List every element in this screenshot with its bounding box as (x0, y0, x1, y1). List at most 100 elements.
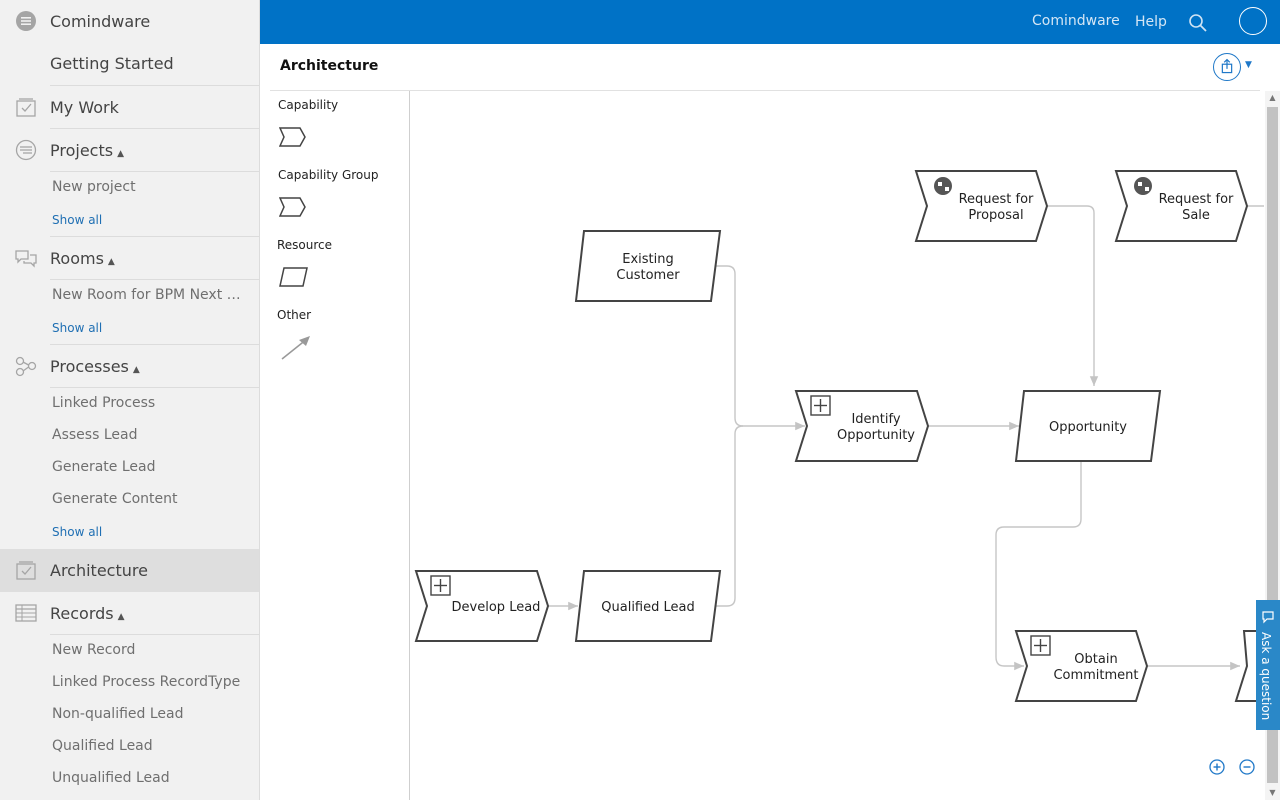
sidebar-subitem[interactable]: Unqualified Lead (52, 770, 170, 786)
node-request-for-sale[interactable]: Request for Sale (1114, 170, 1249, 242)
page-title: Architecture (280, 58, 379, 74)
sidebar-item-my-work[interactable]: My Work (0, 86, 259, 129)
avatar[interactable] (1239, 7, 1267, 35)
palette-label-other: Other (277, 308, 312, 322)
connector (995, 462, 1082, 671)
help-link[interactable]: Help (1135, 14, 1167, 30)
resource-shape[interactable] (279, 267, 309, 287)
palette-label-resource: Resource (277, 238, 333, 252)
divider (50, 279, 259, 280)
connector (711, 265, 805, 431)
scroll-up-icon[interactable]: ▲ (1269, 93, 1276, 102)
node-existing-customer[interactable]: Existing Customer (574, 230, 722, 302)
sidebar-item-getting-started[interactable]: Getting Started (0, 42, 259, 85)
svg-text:Customer: Customer (616, 268, 680, 283)
checklist-icon (16, 98, 36, 117)
svg-text:Sale: Sale (1182, 208, 1210, 223)
svg-text:Request for: Request for (959, 192, 1034, 207)
diagram: Request for Proposal Request for Sale Ex… (414, 170, 1264, 702)
divider (50, 344, 259, 345)
sidebar-subitem[interactable]: Generate Content (52, 491, 178, 507)
sidebar-subitem[interactable]: Linked Process (52, 395, 156, 411)
show-all-link[interactable]: Show all (52, 321, 103, 335)
connector (1047, 205, 1099, 386)
divider (50, 128, 259, 129)
sidebar-subitem[interactable]: Non-qualified Lead (52, 706, 184, 722)
sidebar-app-name: Comindware (50, 12, 151, 31)
sidebar-subitem[interactable]: Assess Lead (52, 427, 138, 443)
sidebar-item-architecture[interactable]: Architecture (0, 549, 259, 592)
svg-text:Obtain: Obtain (1074, 652, 1117, 667)
chevron-up-icon: ▲ (117, 149, 124, 159)
sidebar-subitem[interactable]: Qualified Lead (52, 738, 153, 754)
svg-text:Commitment: Commitment (1053, 668, 1138, 683)
sidebar-item-label: Records▲ (50, 604, 125, 623)
svg-text:Qualified Lead: Qualified Lead (601, 600, 694, 615)
sidebar-item-processes[interactable]: Processes▲ (0, 345, 259, 388)
sidebar-subitem[interactable]: New Record (52, 642, 136, 658)
node-obtain-commitment[interactable]: Obtain Commitment (1014, 630, 1149, 702)
palette-label-capability: Capability (278, 98, 339, 112)
sidebar-item-label: Processes▲ (50, 357, 140, 376)
projects-icon (15, 139, 37, 161)
chevron-down-icon[interactable]: ▼ (1245, 60, 1252, 70)
node-opportunity[interactable]: Opportunity (1014, 390, 1162, 462)
svg-text:Develop Lead: Develop Lead (452, 600, 541, 615)
connector-arrow-shape[interactable] (279, 335, 313, 363)
divider (50, 634, 259, 635)
ask-question-tab[interactable]: Ask a question (1256, 600, 1280, 730)
brand-link[interactable]: Comindware (1032, 13, 1120, 29)
search-icon[interactable] (1188, 13, 1208, 33)
menu-icon[interactable] (14, 10, 38, 32)
ask-question-label: Ask a question (1259, 632, 1273, 721)
shape-palette: Capability Capability Group Resource Oth… (270, 91, 410, 800)
svg-text:Identify: Identify (851, 412, 900, 427)
sidebar-item-label: Projects▲ (50, 141, 124, 160)
zoom-out-icon[interactable] (1239, 759, 1255, 775)
divider (50, 387, 259, 388)
divider (50, 236, 259, 237)
chevron-up-icon: ▲ (107, 257, 115, 267)
node-identify-opportunity[interactable]: Identify Opportunity (794, 390, 930, 462)
chat-icon (15, 250, 37, 268)
share-icon[interactable] (1213, 53, 1241, 81)
svg-text:Opportunity: Opportunity (1049, 420, 1127, 435)
scroll-down-icon[interactable]: ▼ (1269, 788, 1276, 797)
sidebar-item-label: Getting Started (50, 54, 174, 73)
sidebar-item-label: My Work (50, 98, 119, 117)
connector (711, 425, 744, 607)
sidebar-item-label: Architecture (50, 561, 148, 580)
sidebar-subitem[interactable]: New project (52, 179, 136, 195)
sidebar-subitem[interactable]: Generate Lead (52, 459, 156, 475)
sidebar: Comindware Getting Started My Work Proje… (0, 0, 260, 800)
zoom-in-icon[interactable] (1209, 759, 1225, 775)
checklist-icon (16, 561, 36, 580)
divider (50, 171, 259, 172)
node-qualified-lead[interactable]: Qualified Lead (574, 570, 722, 642)
svg-text:Existing: Existing (622, 252, 674, 267)
process-badge-icon (934, 177, 952, 195)
svg-text:Request for: Request for (1159, 192, 1234, 207)
sidebar-item-records[interactable]: Records▲ (0, 592, 259, 635)
chevron-up-icon: ▲ (132, 365, 140, 375)
capability-shape[interactable] (279, 127, 307, 147)
show-all-link[interactable]: Show all (52, 525, 103, 539)
sidebar-item-label: Rooms▲ (50, 249, 115, 268)
sidebar-item-comindware[interactable]: Comindware (0, 0, 259, 43)
process-icon (15, 356, 37, 377)
chevron-up-icon: ▲ (117, 612, 125, 622)
scroll-thumb[interactable] (1267, 107, 1278, 783)
chat-bubble-icon (1262, 611, 1274, 624)
node-develop-lead[interactable]: Develop Lead (414, 570, 550, 642)
show-all-link[interactable]: Show all (52, 213, 103, 227)
capability-group-shape[interactable] (279, 197, 307, 217)
diagram-canvas[interactable]: Request for Proposal Request for Sale Ex… (411, 91, 1264, 800)
sidebar-item-rooms[interactable]: Rooms▲ (0, 237, 259, 280)
sidebar-subitem[interactable]: Linked Process RecordType (52, 674, 241, 690)
divider (270, 90, 1260, 91)
sidebar-subitem[interactable]: New Room for BPM Next De... (52, 287, 248, 303)
sidebar-item-projects[interactable]: Projects▲ (0, 129, 259, 172)
node-request-for-proposal[interactable]: Request for Proposal (914, 170, 1049, 242)
process-badge-icon (1134, 177, 1152, 195)
palette-label-capability-group: Capability Group (278, 168, 379, 182)
